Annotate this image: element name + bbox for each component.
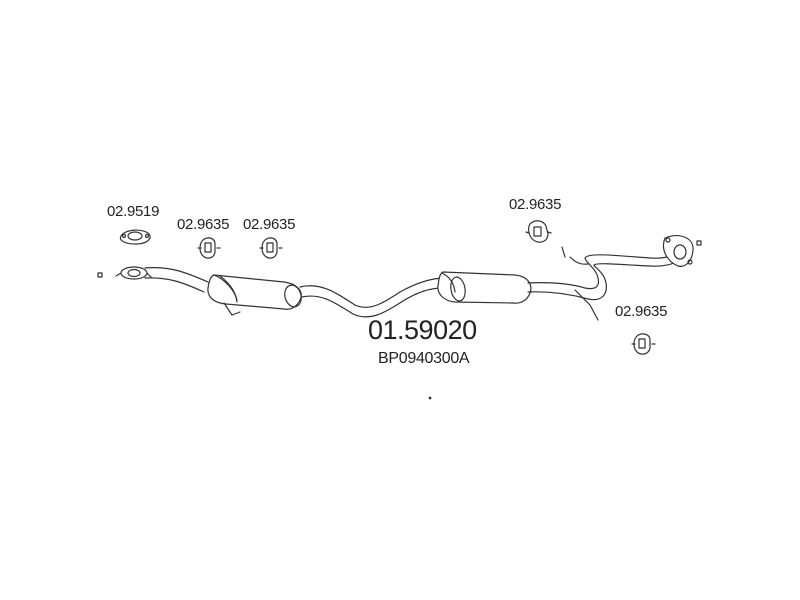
rear-pipe-end-marker xyxy=(697,241,701,245)
speck-dot xyxy=(429,397,431,399)
oem-part-number: BP0940300A xyxy=(378,350,470,367)
component-label-hanger-4: 02.9635 xyxy=(615,303,668,320)
tail-pipe xyxy=(528,247,676,320)
gasket-icon xyxy=(120,230,150,244)
front-muffler xyxy=(208,275,304,315)
rubber-hanger-icon xyxy=(198,238,220,258)
component-label-hanger-3: 02.9635 xyxy=(509,196,562,213)
front-flange xyxy=(116,267,151,279)
rubber-hanger-icon xyxy=(526,221,551,242)
front-pipe-end-marker xyxy=(98,273,102,277)
main-part-number: 01.59020 xyxy=(368,315,477,345)
component-label-hanger-2: 02.9635 xyxy=(243,216,296,233)
rear-flange xyxy=(663,236,693,267)
rear-muffler xyxy=(438,272,531,303)
rubber-hanger-icon xyxy=(260,238,282,258)
front-pipe xyxy=(145,268,208,292)
component-label-gasket: 02.9519 xyxy=(107,203,160,220)
intermediate-pipe xyxy=(300,278,447,317)
component-label-hanger-1: 02.9635 xyxy=(177,216,230,233)
rubber-hanger-icon xyxy=(632,334,655,354)
